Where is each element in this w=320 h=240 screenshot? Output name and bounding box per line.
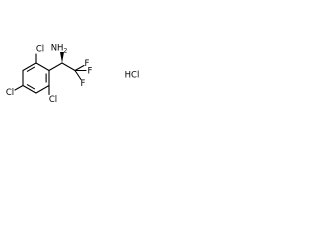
ring-bond-bottom-lower-right [35, 84, 50, 94]
chlorine-left-label: Cl [6, 88, 14, 98]
wedge-bond-amine [60, 52, 64, 63]
ring-bond-ipso-top [35, 62, 50, 72]
hcl-salt-label: HCl [125, 71, 140, 81]
amine-h-subscript: 2 [63, 47, 67, 54]
fluorine-right-label: F [88, 67, 93, 77]
fluorine-bottom-label: F [81, 79, 86, 89]
ring-double-bond-2 [26, 84, 36, 90]
bond-f-top [74, 64, 85, 72]
bond-chiral-cf3 [61, 62, 76, 72]
fluorine-top-label: F [85, 59, 90, 69]
amine-label: NH2 [51, 44, 68, 55]
ring-bond-lower-left-bottom [22, 84, 37, 94]
bond-ipso-chiral [48, 62, 63, 72]
bond-cl-left [14, 84, 24, 91]
ring-bond-top-upper-left [22, 62, 37, 72]
chlorine-top-label: Cl [36, 45, 44, 55]
ring-double-bond-1 [26, 66, 36, 72]
bond-f-bottom [74, 69, 82, 81]
chlorine-bottom-label: Cl [49, 95, 57, 105]
